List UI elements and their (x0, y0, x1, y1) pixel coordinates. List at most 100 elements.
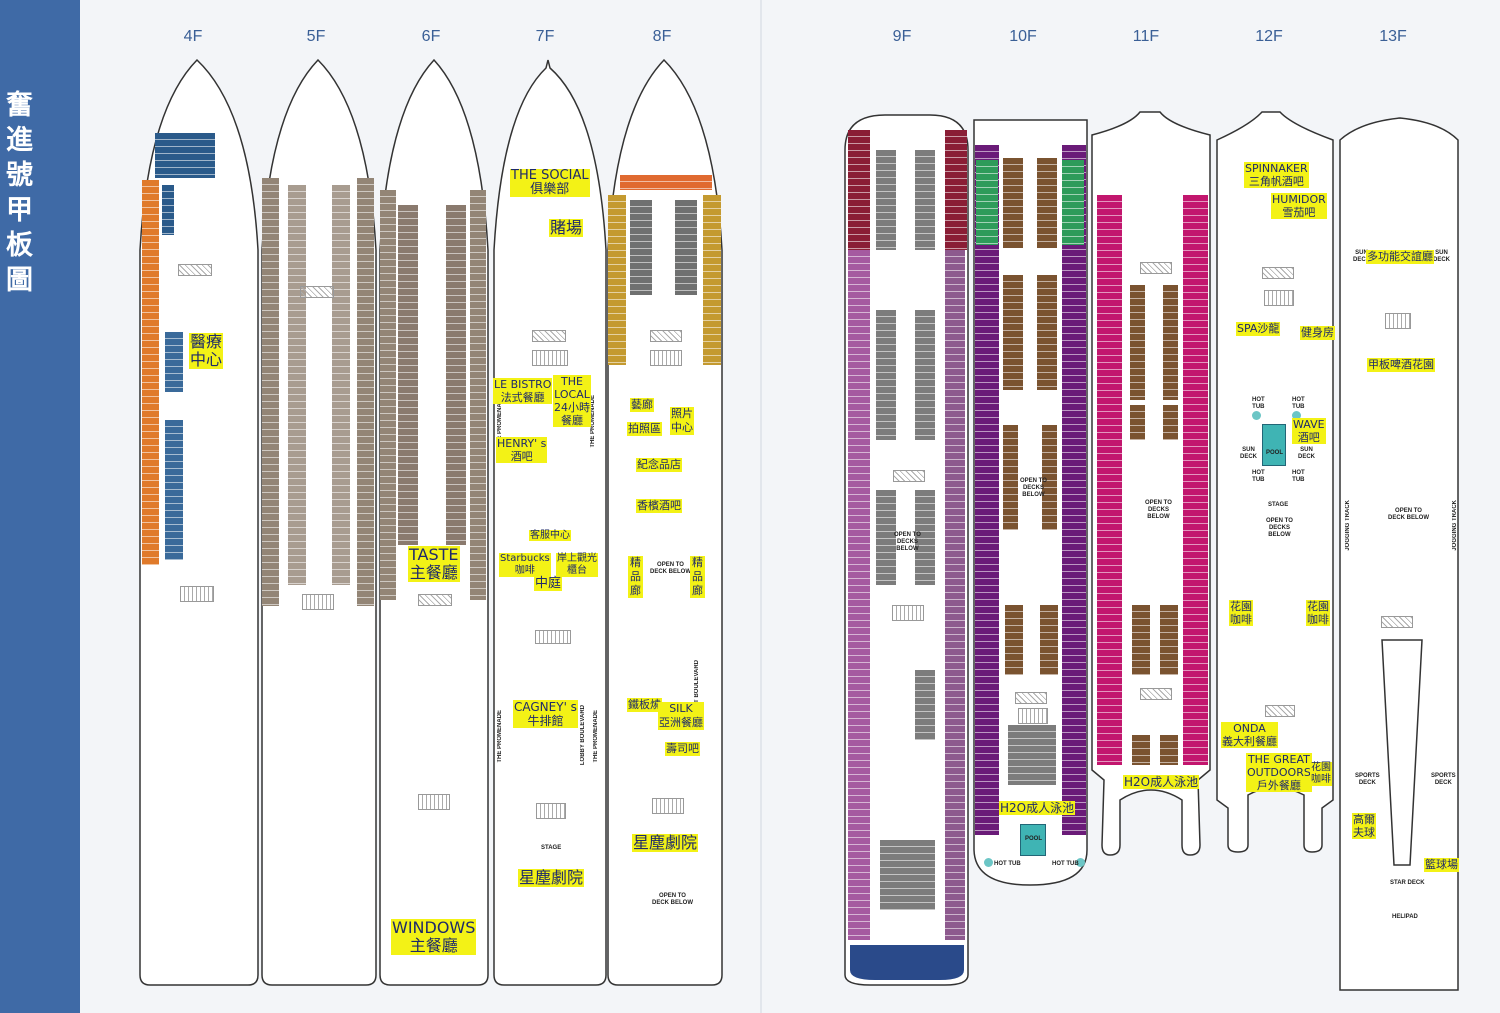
deck-10f-cabin-block (1037, 158, 1057, 248)
elevator-bank (300, 286, 334, 298)
deck-6f-cabin-block (398, 205, 418, 545)
open-to-decks-below-12f: OPEN TO DECKS BELOW (1266, 518, 1293, 538)
deck-label-8f: 8F (652, 28, 672, 45)
hot-tub-label: HOT TUB (1292, 397, 1305, 410)
venue-great-outdoors: THE GREAT OUTDOORS 戶外餐廳 (1246, 753, 1312, 792)
deck-8f-cabin-block (675, 200, 697, 295)
elevator-bank (532, 330, 566, 342)
deck-label-5f: 5F (306, 28, 326, 45)
stairs (302, 594, 334, 610)
deck-13f-hull (1339, 117, 1459, 991)
sports-deck-label: SPORTS DECK (1431, 773, 1456, 786)
venue-h2o-pool-10f: H2O成人泳池 (999, 801, 1076, 815)
deck-4f-cabin-block (165, 420, 183, 560)
stairs (536, 803, 566, 819)
deck-9f-cabin-block (876, 310, 896, 440)
venue-garden-cafe-right: 花園 咖啡 (1306, 600, 1330, 626)
open-to-deck-below-8f: OPEN TO DECK BELOW (650, 562, 691, 575)
stairs (532, 350, 568, 366)
deck-8f-cabin-block (630, 200, 652, 295)
deck-8f-cabin-block (620, 175, 712, 190)
sun-deck-label: SUN DECK (1240, 447, 1258, 460)
deck-11f-cabin-block (1183, 195, 1208, 765)
venue-souvenir-shop: 紀念品店 (636, 458, 682, 472)
venue-theater-7f: 星塵劇院 (518, 868, 585, 887)
stairs (1385, 313, 1411, 329)
deck-9f-aft-cabins (850, 945, 964, 980)
jogging-track-label: JOGGING TRACK (1345, 500, 1351, 551)
elevator-bank (1265, 705, 1295, 717)
sun-deck-label: SUN DECK (1353, 250, 1371, 263)
venue-sushi-bar: 壽司吧 (665, 742, 700, 756)
deck-4f-cabin-block (162, 185, 174, 235)
deck-11f-cabin-block (1132, 605, 1150, 675)
deck-11f-cabin-block (1163, 285, 1178, 400)
deck-5f-cabin-block (357, 178, 374, 606)
deck-9f-cabin-block (848, 250, 870, 940)
venue-theater-8f: 星塵劇院 (632, 833, 699, 852)
deck-11f-cabin-block (1163, 405, 1178, 440)
venue-atrium: 中庭 (534, 576, 563, 591)
hot-tub-icon (1292, 411, 1301, 420)
venue-humidor: HUMIDOR 雪茄吧 (1271, 193, 1327, 219)
deck-10f-cabin-block (1005, 605, 1023, 675)
deck-13f-track (1381, 639, 1423, 866)
pool-label-10f: POOL (1025, 836, 1043, 842)
pool-10f (1020, 824, 1046, 856)
deck-10f-cabin-block (1062, 160, 1084, 245)
star-deck-label: STAR DECK (1390, 880, 1425, 886)
deck-5f-cabin-block (262, 178, 279, 606)
deck-10f-cabin-block (976, 160, 998, 245)
stairs (180, 586, 214, 602)
deck-11f-cabin-block (1130, 405, 1145, 440)
open-to-decks-below-9f: OPEN TO DECKS BELOW (894, 532, 921, 552)
venue-cagneys: CAGNEY' s 牛排館 (513, 700, 578, 728)
deck-11f-cabin-block (1132, 735, 1150, 765)
elevator-bank (178, 264, 212, 276)
deck-9f-cabin-block (945, 130, 967, 250)
stairs (1264, 290, 1294, 306)
open-to-decks-below-11f: OPEN TO DECKS BELOW (1145, 500, 1172, 520)
promenade-label: THE PROMENADE (593, 710, 599, 763)
venue-teppanyaki: 鐵板燒 (627, 698, 662, 712)
deck-10f-cabin-block (1037, 275, 1057, 390)
deck-6f-cabin-block (446, 205, 466, 545)
deck-4f-hull (139, 58, 259, 986)
elevator-bank (418, 594, 452, 606)
deck-8f-cabin-block (608, 195, 626, 365)
stairs (650, 350, 682, 366)
venue-photo-area: 拍照區 (627, 422, 662, 436)
venue-boutique-left: 精品廊 (628, 556, 643, 598)
stairs (535, 630, 571, 644)
deck-4f-cabin-block (155, 133, 215, 178)
open-to-deck-below-13f: OPEN TO DECK BELOW (1388, 508, 1429, 521)
stairs (1018, 708, 1048, 724)
venue-windows: WINDOWS 主餐廳 (391, 918, 477, 955)
venue-garden-cafe-left: 花園 咖啡 (1229, 600, 1253, 626)
deck-5f-cabin-block (288, 185, 306, 585)
hot-tub-label: HOT TUB (1252, 470, 1265, 483)
helipad-label: HELIPAD (1392, 914, 1418, 920)
deck-6f-cabin-block (380, 190, 396, 600)
deck-8f-cabin-block (703, 195, 721, 365)
venue-medical-center: 醫療 中心 (189, 332, 224, 369)
venue-boutique-right: 精品廊 (690, 556, 705, 598)
elevator-bank (650, 330, 682, 342)
page-fold (760, 0, 762, 1013)
venue-beer-garden: 甲板啤酒花園 (1367, 358, 1435, 372)
deck-6f-cabin-block (470, 190, 486, 600)
deck-11f-cabin-block (1160, 735, 1178, 765)
deck-10f-cabin-block (1040, 605, 1058, 675)
venue-onda: ONDA 義大利餐廳 (1221, 722, 1278, 748)
lobby-boulevard-label: LOBBY BOULEVARD (580, 705, 586, 766)
deck-9f-cabin-block (876, 490, 896, 585)
venue-basketball: 籃球場 (1424, 858, 1459, 872)
deck-10f-cabin-block (1003, 275, 1023, 390)
open-to-decks-below-10f: OPEN TO DECKS BELOW (1020, 478, 1047, 498)
venue-the-social: THE SOCIAL 俱樂部 (510, 168, 590, 197)
hot-tub-label: HOT TUB (1292, 470, 1305, 483)
promenade-label: THE PROMENADE (590, 395, 596, 448)
venue-wave: WAVE 酒吧 (1292, 418, 1326, 444)
elevator-bank (1140, 688, 1172, 700)
venue-multi-lounge: 多功能交誼廳 (1366, 250, 1434, 264)
